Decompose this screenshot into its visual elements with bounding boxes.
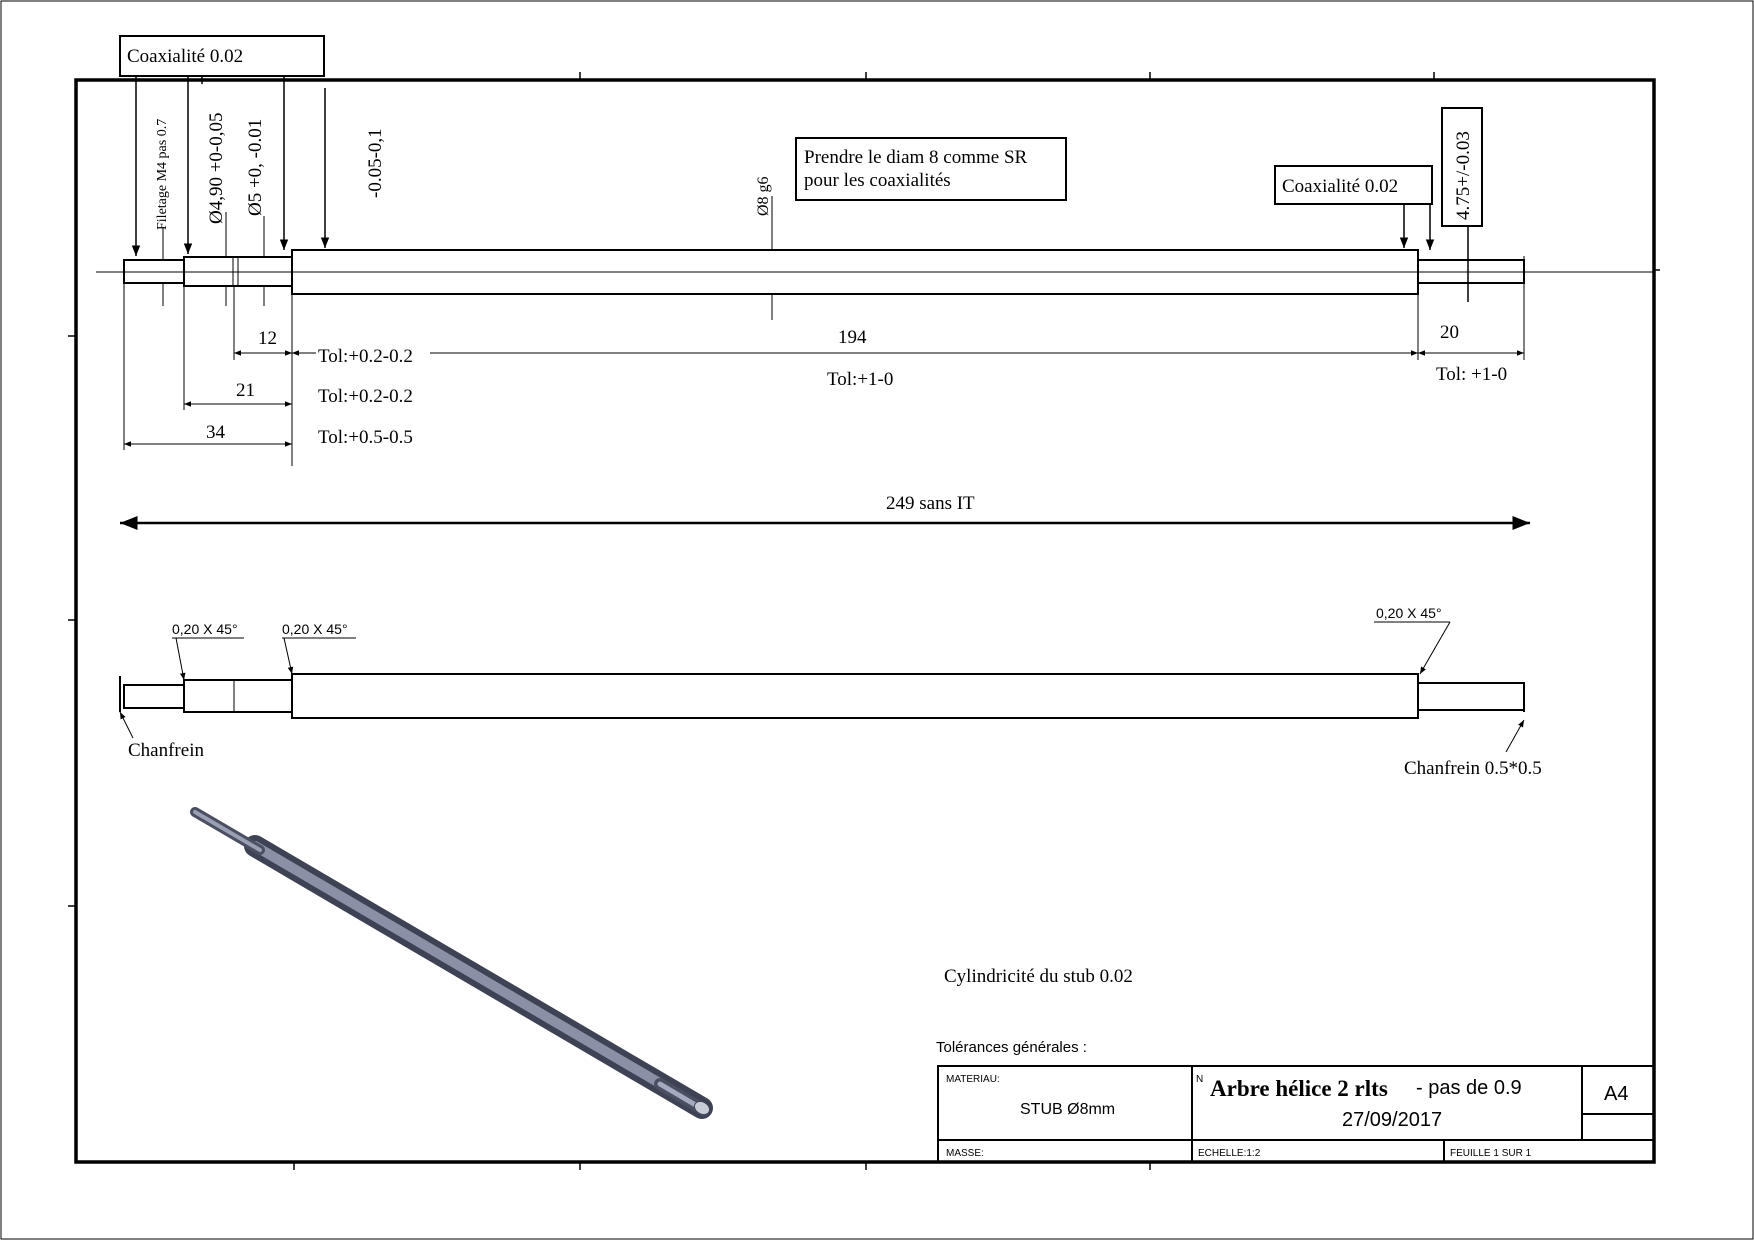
scale-label: ECHELLE:1:2 bbox=[1198, 1148, 1261, 1159]
drawing-frame bbox=[74, 78, 1656, 1164]
sr-note-line2: pour les coaxialités bbox=[804, 170, 951, 191]
chamfer-left-b: 0,20 X 45° bbox=[282, 621, 348, 637]
shaft-3d-render bbox=[190, 807, 713, 1119]
dim-12: 12 bbox=[258, 328, 277, 349]
tol-194: Tol:+1-0 bbox=[827, 369, 893, 390]
sheet-label: FEUILLE 1 SUR 1 bbox=[1450, 1148, 1532, 1159]
material-value: STUB Ø8mm bbox=[1020, 1101, 1115, 1118]
chamfer-left-a: 0,20 X 45° bbox=[172, 621, 238, 637]
coaxiality-left-label: Coaxialité 0.02 bbox=[127, 46, 243, 67]
number-label: N bbox=[1196, 1074, 1203, 1085]
dimension-lines bbox=[123, 283, 1525, 466]
tol-20: Tol: +1-0 bbox=[1436, 364, 1507, 385]
callout-leaders bbox=[131, 76, 1474, 302]
dia-4-90-label: Ø4,90 +0-0,05 bbox=[206, 112, 227, 224]
dim-20: 20 bbox=[1440, 322, 1459, 343]
chanfrein-left-label: Chanfrein bbox=[128, 740, 204, 761]
dim-34: 34 bbox=[206, 422, 226, 443]
tol-21: Tol:+0.2-0.2 bbox=[318, 386, 413, 407]
coaxiality-right-label: Coaxialité 0.02 bbox=[1282, 176, 1398, 197]
chanfrein-right-label: Chanfrein 0.5*0.5 bbox=[1404, 758, 1542, 779]
tol-shoulder-label: -0.05-0,1 bbox=[365, 128, 386, 198]
tol-12: Tol:+0.2-0.2 bbox=[318, 346, 413, 367]
dia-8-label: Ø8 g6 bbox=[755, 176, 772, 216]
tol-4-75-label: 4.75+/-0.03 bbox=[1453, 131, 1474, 220]
diameter-leaders bbox=[162, 196, 1469, 320]
drawing-date: 27/09/2017 bbox=[1342, 1109, 1442, 1131]
shaft-top-view bbox=[96, 249, 1654, 295]
dia-5-label: Ø5 +0, -0.01 bbox=[245, 119, 266, 216]
dim-21: 21 bbox=[236, 380, 255, 401]
material-label: MATERIAU: bbox=[946, 1074, 1000, 1085]
sr-note-line1: Prendre le diam 8 comme SR bbox=[804, 147, 1028, 168]
frame-zone-ticks bbox=[68, 72, 1660, 1170]
shaft-side-view bbox=[119, 673, 1525, 719]
general-tolerances-label: Tolérances générales : bbox=[936, 1039, 1087, 1056]
chamfer-leaders bbox=[119, 621, 1525, 753]
thread-label: Filetage M4 pas 0.7 bbox=[155, 119, 170, 230]
mass-label: MASSE: bbox=[946, 1148, 984, 1159]
dim-194: 194 bbox=[838, 327, 867, 348]
chamfer-right: 0,20 X 45° bbox=[1376, 605, 1442, 621]
drawing-subtitle: - pas de 0.9 bbox=[1416, 1077, 1522, 1099]
coaxiality-left-box bbox=[119, 35, 325, 77]
title-block bbox=[937, 1065, 1655, 1163]
drawing-title: Arbre hélice 2 rlts bbox=[1210, 1076, 1388, 1101]
coaxiality-right-box bbox=[1274, 165, 1433, 205]
tol-34: Tol:+0.5-0.5 bbox=[318, 427, 413, 448]
dim-overall: 249 sans IT bbox=[886, 493, 975, 514]
sr-note-box bbox=[795, 137, 1067, 201]
sheet-size: A4 bbox=[1604, 1083, 1628, 1105]
cylindricity-note: Cylindricité du stub 0.02 bbox=[944, 966, 1133, 987]
